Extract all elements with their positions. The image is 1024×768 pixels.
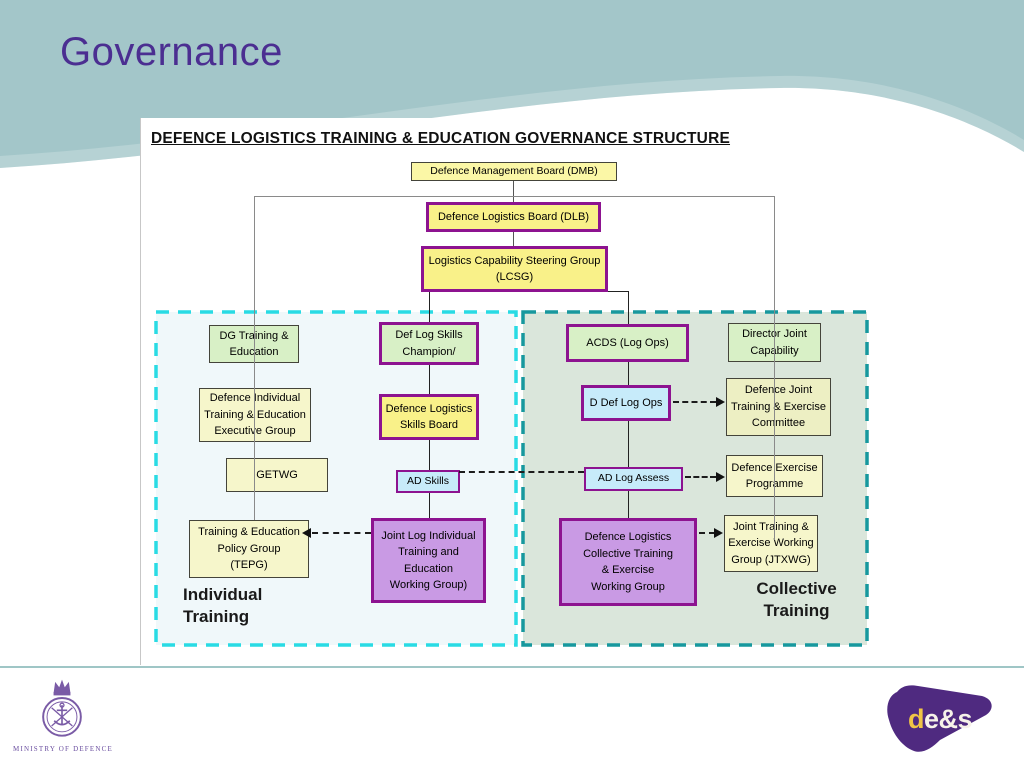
box-tepg: Training & Education Policy Group (TEPG)	[189, 520, 309, 578]
connector-line	[254, 196, 775, 197]
slide-title: Governance	[60, 30, 283, 74]
connector-line	[429, 365, 430, 394]
dashed-connector	[699, 532, 715, 534]
individual-training-label: Individual Training	[183, 585, 263, 627]
governance-diagram: DEFENCE LOGISTICS TRAINING & EDUCATION G…	[140, 118, 885, 665]
connector-line	[774, 196, 775, 540]
box-collective-training-wg: Defence Logistics Collective Training & …	[559, 518, 697, 606]
collective-training-label: Collective Training	[756, 579, 837, 621]
arrowhead	[714, 528, 723, 538]
box-ad-log-assess: AD Log Assess	[584, 467, 683, 491]
box-dlb: Defence Logistics Board (DLB)	[426, 202, 601, 232]
connector-line	[254, 196, 255, 520]
box-d-def-log-ops: D Def Log Ops	[581, 385, 671, 421]
dashed-connector	[312, 532, 371, 534]
box-def-log-skills-champion: Def Log Skills Champion/	[379, 322, 479, 365]
connector-line	[429, 493, 430, 518]
dashed-connector	[685, 476, 716, 478]
arrowhead	[716, 397, 725, 407]
des-logo-text: de&s	[908, 704, 973, 735]
des-logo: de&s	[882, 683, 1003, 757]
arrowhead	[716, 472, 725, 482]
des-logo-text-d: d	[908, 704, 925, 734]
box-ad-skills: AD Skills	[396, 470, 460, 493]
connector-line	[429, 291, 430, 322]
box-acds-log-ops: ACDS (Log Ops)	[566, 324, 689, 362]
box-getwg: GETWG	[226, 458, 328, 492]
connector-line	[429, 440, 430, 470]
box-defence-individual: Defence Individual Training & Education …	[199, 388, 311, 442]
arrowhead	[302, 528, 311, 538]
des-logo-text-es: e&s	[924, 704, 973, 734]
box-skills-board: Defence Logistics Skills Board	[379, 394, 479, 440]
box-dmb: Defence Management Board (DMB)	[411, 162, 617, 181]
connector-line	[628, 421, 629, 467]
box-jtxwg: Joint Training & Exercise Working Group …	[724, 515, 818, 572]
box-lcsg: Logistics Capability Steering Group (LCS…	[421, 246, 608, 292]
des-logo-icon	[887, 685, 992, 752]
ministry-of-defence-caption: MINISTRY OF DEFENCE	[13, 745, 113, 753]
connector-line	[628, 362, 629, 385]
diagram-heading: DEFENCE LOGISTICS TRAINING & EDUCATION G…	[151, 130, 731, 147]
connector-line	[628, 291, 629, 324]
dashed-connector	[673, 401, 716, 403]
connector-line	[513, 232, 514, 246]
dashed-connector	[459, 471, 584, 473]
footer-divider-line	[0, 666, 1024, 668]
connector-line	[628, 491, 629, 518]
box-joint-training-committee: Defence Joint Training & Exercise Commit…	[726, 378, 831, 436]
connector-line	[513, 181, 514, 202]
ministry-of-defence-crest-icon	[42, 679, 82, 737]
box-joint-log-individual-wg: Joint Log Individual Training and Educat…	[371, 518, 486, 603]
